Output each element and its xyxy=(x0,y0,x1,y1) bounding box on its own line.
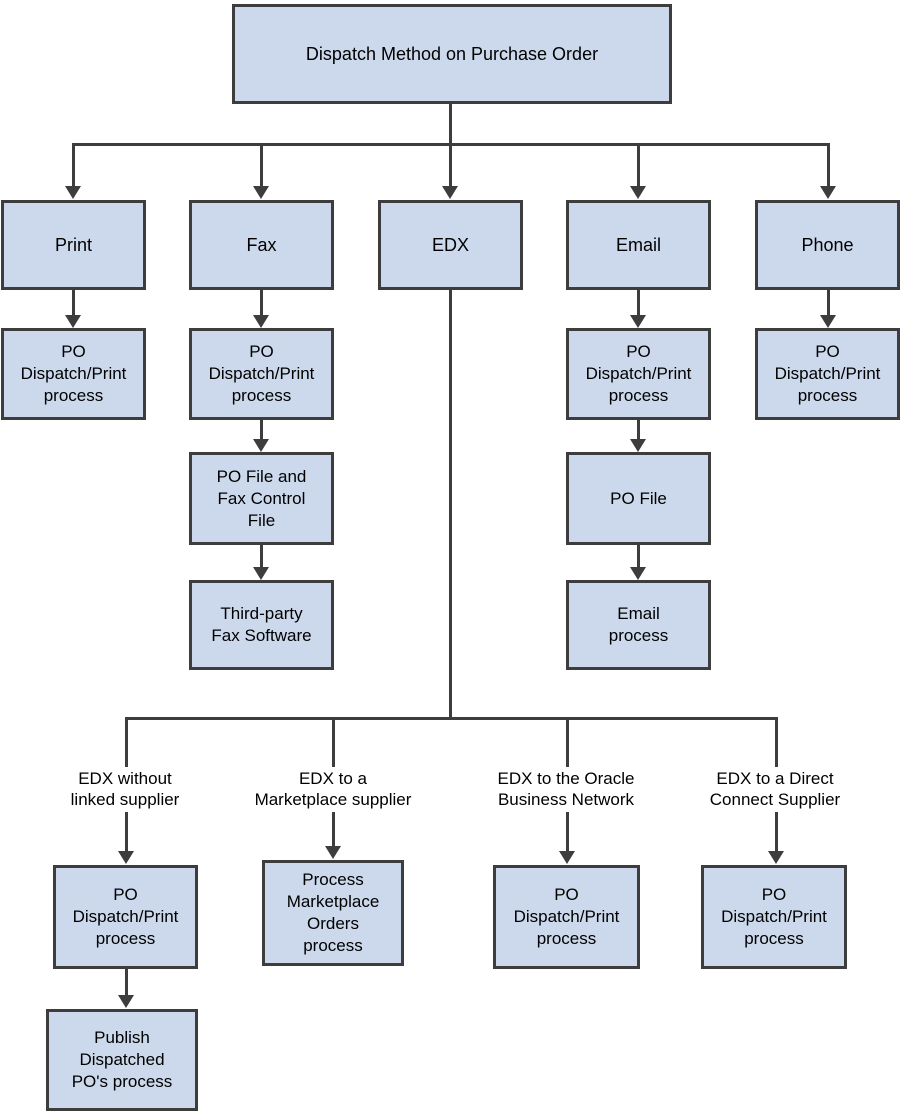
connector-edx-bus xyxy=(125,717,778,720)
connector-pofile-to-thirdparty xyxy=(260,545,263,573)
node-method-phone: Phone xyxy=(755,200,900,290)
arrowhead-edx-branch2 xyxy=(325,846,341,859)
connector-phone-to-process xyxy=(827,290,830,321)
connector-bus-to-fax xyxy=(260,143,263,188)
arrowhead-print-process xyxy=(65,315,81,328)
connector-print-to-process xyxy=(72,290,75,321)
node-third-party-fax-software: Third-party Fax Software xyxy=(189,580,334,670)
node-email-dispatch-process: PO Dispatch/Print process xyxy=(566,328,711,420)
arrowhead-fax-process xyxy=(253,315,269,328)
node-publish-dispatched-pos-process: Publish Dispatched PO's process xyxy=(46,1009,198,1111)
arrowhead-fax xyxy=(253,186,269,199)
connector-edx-branch2-lower xyxy=(332,812,335,849)
arrowhead-phone-process xyxy=(820,315,836,328)
node-method-email: Email xyxy=(566,200,711,290)
node-email-process: Email process xyxy=(566,580,711,670)
connector-edx-branch1-upper xyxy=(125,717,128,767)
arrowhead-print xyxy=(65,186,81,199)
connector-edx-branch3-lower xyxy=(566,812,569,854)
connector-edx-branch2-upper xyxy=(332,717,335,767)
arrowhead-fax-pofile xyxy=(253,439,269,452)
arrowhead-thirdparty-fax xyxy=(253,567,269,580)
node-method-edx: EDX xyxy=(378,200,523,290)
edge-label-edx-marketplace-supplier: EDX to a Marketplace supplier xyxy=(254,769,412,809)
arrowhead-email-final xyxy=(630,567,646,580)
node-po-file: PO File xyxy=(566,452,711,545)
arrowhead-publish-dispatched xyxy=(118,995,134,1008)
node-method-print: Print xyxy=(1,200,146,290)
node-dispatch-method-root: Dispatch Method on Purchase Order xyxy=(232,4,672,104)
node-phone-dispatch-process: PO Dispatch/Print process xyxy=(755,328,900,420)
connector-edx-branch4-upper xyxy=(775,717,778,767)
arrowhead-email xyxy=(630,186,646,199)
connector-email-process-to-pofile xyxy=(637,420,640,445)
arrowhead-edx-branch4 xyxy=(768,851,784,864)
node-edx-no-supplier-dispatch-process: PO Dispatch/Print process xyxy=(53,865,198,969)
arrowhead-edx-branch3 xyxy=(559,851,575,864)
connector-pofile-to-email-process xyxy=(637,545,640,573)
connector-fax-to-process xyxy=(260,290,263,321)
arrowhead-edx xyxy=(442,186,458,199)
connector-to-publish-dispatched xyxy=(125,969,128,1001)
connector-edx-trunk xyxy=(449,290,452,720)
node-print-dispatch-process: PO Dispatch/Print process xyxy=(1,328,146,420)
arrowhead-email-process xyxy=(630,315,646,328)
node-edx-obn-dispatch-process: PO Dispatch/Print process xyxy=(493,865,640,969)
arrowhead-phone xyxy=(820,186,836,199)
arrowhead-email-pofile xyxy=(630,439,646,452)
connector-edx-branch1-lower xyxy=(125,812,128,854)
node-po-file-and-fax-control-file: PO File and Fax Control File xyxy=(189,452,334,545)
node-edx-direct-connect-dispatch-process: PO Dispatch/Print process xyxy=(701,865,847,969)
edge-label-edx-oracle-business-network: EDX to the Oracle Business Network xyxy=(497,769,635,809)
connector-fax-process-to-pofile xyxy=(260,420,263,445)
node-fax-dispatch-process: PO Dispatch/Print process xyxy=(189,328,334,420)
edge-label-edx-direct-connect-supplier: EDX to a Direct Connect Supplier xyxy=(709,769,841,809)
connector-email-to-process xyxy=(637,290,640,321)
connector-edx-branch4-lower xyxy=(775,812,778,854)
arrowhead-edx-branch1 xyxy=(118,851,134,864)
connector-edx-branch3-upper xyxy=(566,717,569,767)
connector-bus-to-print xyxy=(72,143,75,188)
connector-bus-to-phone xyxy=(827,143,830,188)
connector-bus-to-edx xyxy=(449,143,452,188)
connector-root-stem xyxy=(449,104,452,145)
node-method-fax: Fax xyxy=(189,200,334,290)
node-process-marketplace-orders-process: Process Marketplace Orders process xyxy=(262,860,404,966)
edge-label-edx-without-linked-supplier: EDX without linked supplier xyxy=(70,769,180,809)
connector-bus-to-email xyxy=(637,143,640,188)
